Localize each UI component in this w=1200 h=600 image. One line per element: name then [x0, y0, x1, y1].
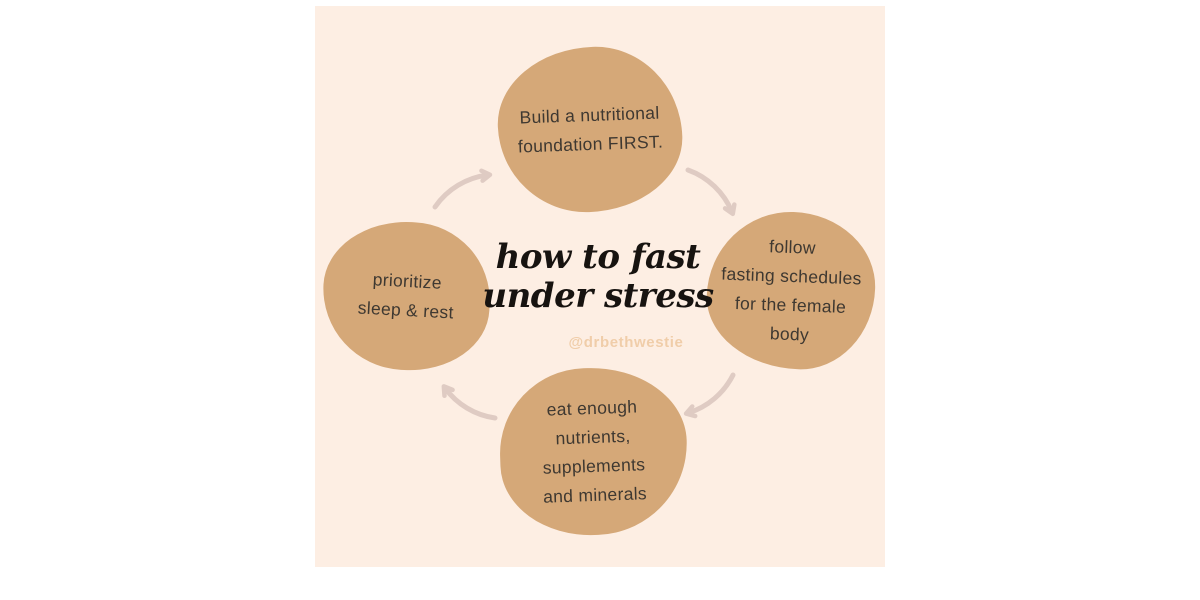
node-text-line: and minerals — [542, 482, 648, 507]
infographic-canvas: Build a nutritional foundation FIRST. fo… — [315, 6, 885, 567]
cycle-arrow-right-to-bottom-icon — [683, 372, 736, 419]
page-title: how to fast under stress — [313, 238, 883, 316]
cycle-node-top-text: Build a nutritional foundation FIRST. — [516, 98, 664, 161]
credit-handle: @drbethwestie — [568, 334, 684, 351]
node-text-line: supplements — [542, 453, 646, 478]
cycle-node-bottom-text: eat enough nutrients, supplements and mi… — [540, 392, 648, 512]
page-title-line-2: under stress — [482, 276, 714, 316]
cycle-arrows — [432, 167, 737, 421]
cycle-arrow-top-to-right-icon — [685, 167, 737, 217]
cycle-arrow-bottom-to-left-icon — [441, 384, 498, 421]
node-text-line: Build a nutritional — [519, 102, 660, 127]
page-title-line-1: how to fast — [495, 237, 701, 277]
cycle-arrow-left-to-top-icon — [432, 168, 493, 210]
node-text-line: nutrients, — [555, 425, 631, 448]
node-text-line: foundation FIRST. — [517, 130, 664, 157]
node-text-line: eat enough — [546, 395, 638, 420]
